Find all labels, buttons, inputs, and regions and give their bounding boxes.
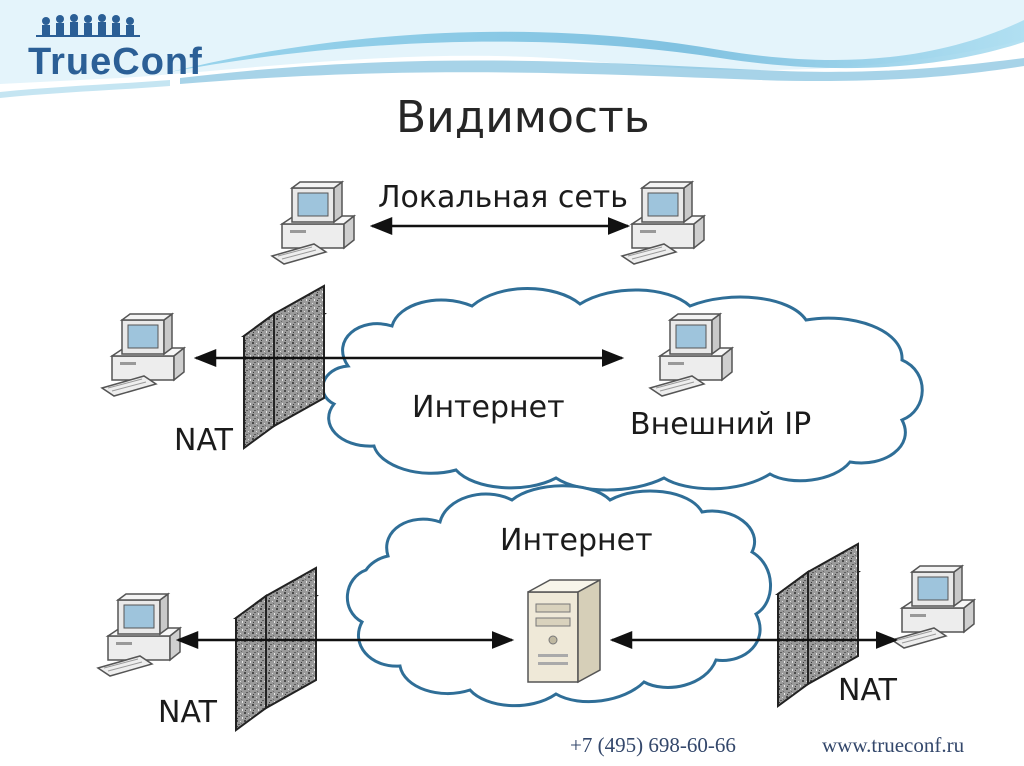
external-ip-label: Внешний IP <box>630 407 811 442</box>
server-section: Интернет NAT NAT <box>97 484 975 731</box>
page-title: Видимость <box>396 92 650 143</box>
header-wave <box>0 0 1024 98</box>
nat-firewall-icon <box>243 285 325 449</box>
local-network-section: Локальная сеть <box>271 180 705 265</box>
computer-icon <box>621 181 705 265</box>
nat-firewall-icon <box>235 567 317 731</box>
external-ip-section: Интернет Внешний IP NAT <box>101 285 924 492</box>
internet-label: Интернет <box>412 390 565 425</box>
computer-icon <box>97 593 181 677</box>
computer-icon <box>891 565 975 649</box>
computer-icon <box>101 313 185 397</box>
internet-label: Интернет <box>500 523 653 558</box>
computer-icon <box>271 181 355 265</box>
server-icon <box>527 579 601 683</box>
local-network-label: Локальная сеть <box>378 180 628 215</box>
logo-text: TrueConf <box>28 41 203 83</box>
footer-website[interactable]: www.trueconf.ru <box>822 733 965 757</box>
nat-left-label: NAT <box>158 695 218 730</box>
trueconf-logo: TrueConf <box>28 14 203 83</box>
footer-phone: +7 (495) 698-60-66 <box>570 733 736 757</box>
nat-right-label: NAT <box>838 673 898 708</box>
logo-people-icon <box>36 14 140 37</box>
nat-label: NAT <box>174 423 234 458</box>
cloud-shape <box>321 287 924 492</box>
